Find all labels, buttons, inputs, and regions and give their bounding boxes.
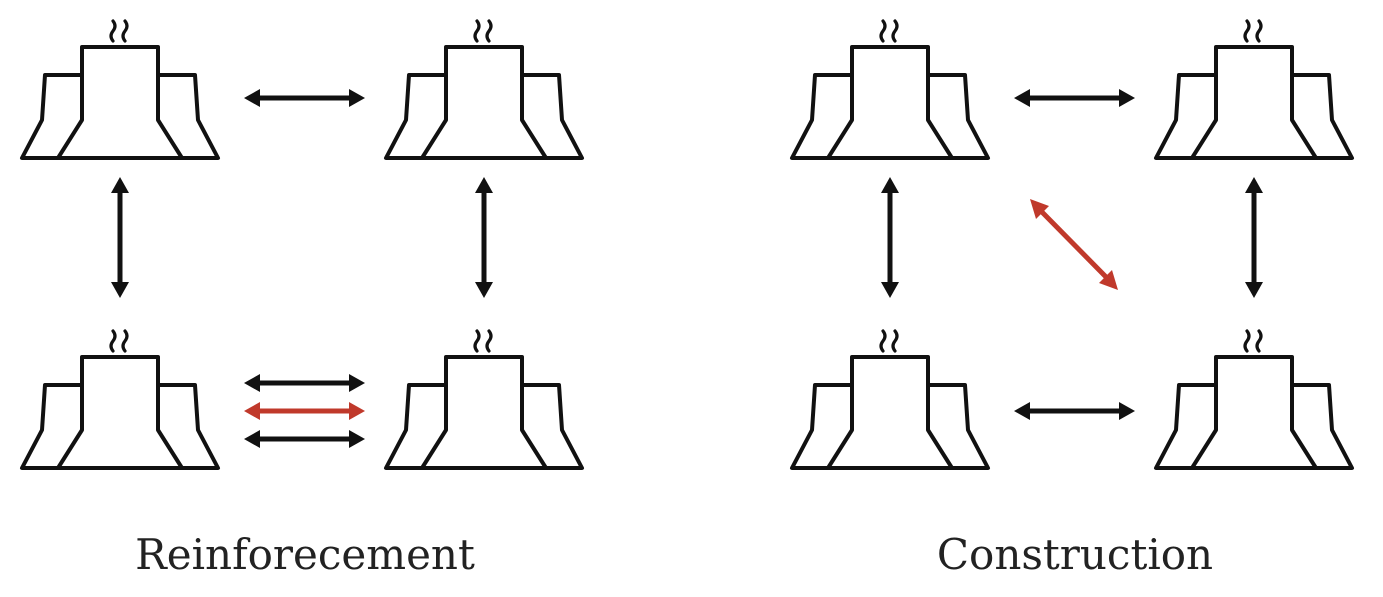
power-plant-icon xyxy=(790,19,990,160)
link-arrow xyxy=(111,177,129,298)
power-plant-icon xyxy=(790,329,990,470)
link-arrow xyxy=(244,89,365,107)
reinforcement-caption: Reinforecement xyxy=(135,530,475,579)
reinforcement-highlight-arrow xyxy=(244,402,365,420)
link-arrow xyxy=(881,177,899,298)
power-plant-icon xyxy=(1154,19,1354,160)
link-arrow xyxy=(1245,177,1263,298)
power-plant-icon xyxy=(20,329,220,470)
link-arrow xyxy=(1014,402,1135,420)
power-plant-icon xyxy=(20,19,220,160)
power-plant-icon xyxy=(384,19,584,160)
construction-caption: Construction xyxy=(936,530,1214,579)
link-arrow xyxy=(244,430,365,448)
reinforcement-panel xyxy=(20,19,584,470)
link-arrow xyxy=(1014,89,1135,107)
construction-highlight-arrow xyxy=(1030,199,1118,290)
link-arrow xyxy=(244,374,365,392)
power-plant-icon xyxy=(1154,329,1354,470)
power-plant-icon xyxy=(384,329,584,470)
link-arrow xyxy=(475,177,493,298)
construction-panel xyxy=(790,19,1354,470)
